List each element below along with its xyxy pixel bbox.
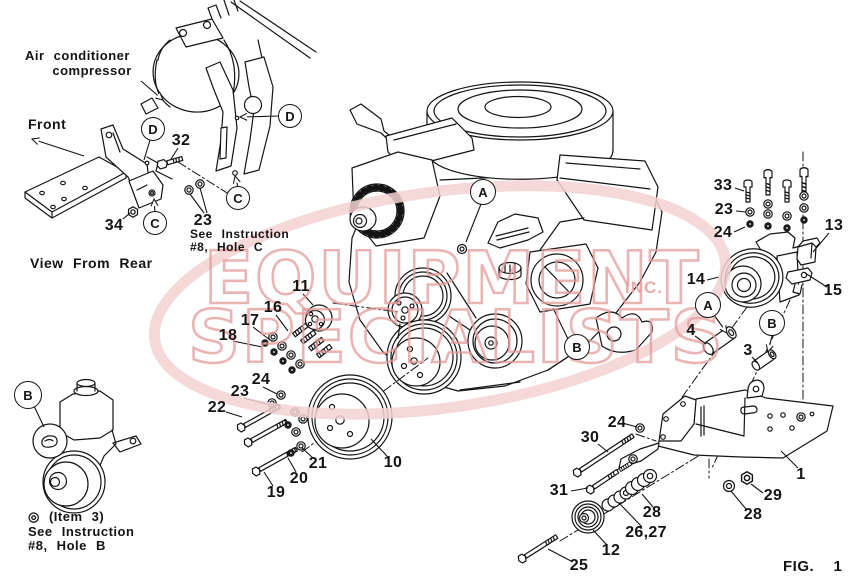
watermark: EQUIPMENT SPECIALISTS INC.	[148, 180, 732, 420]
watermark-word2: SPECIALISTS	[188, 295, 725, 379]
watermark-word1: EQUIPMENT	[204, 236, 701, 320]
watermark-word3: INC.	[625, 278, 663, 297]
